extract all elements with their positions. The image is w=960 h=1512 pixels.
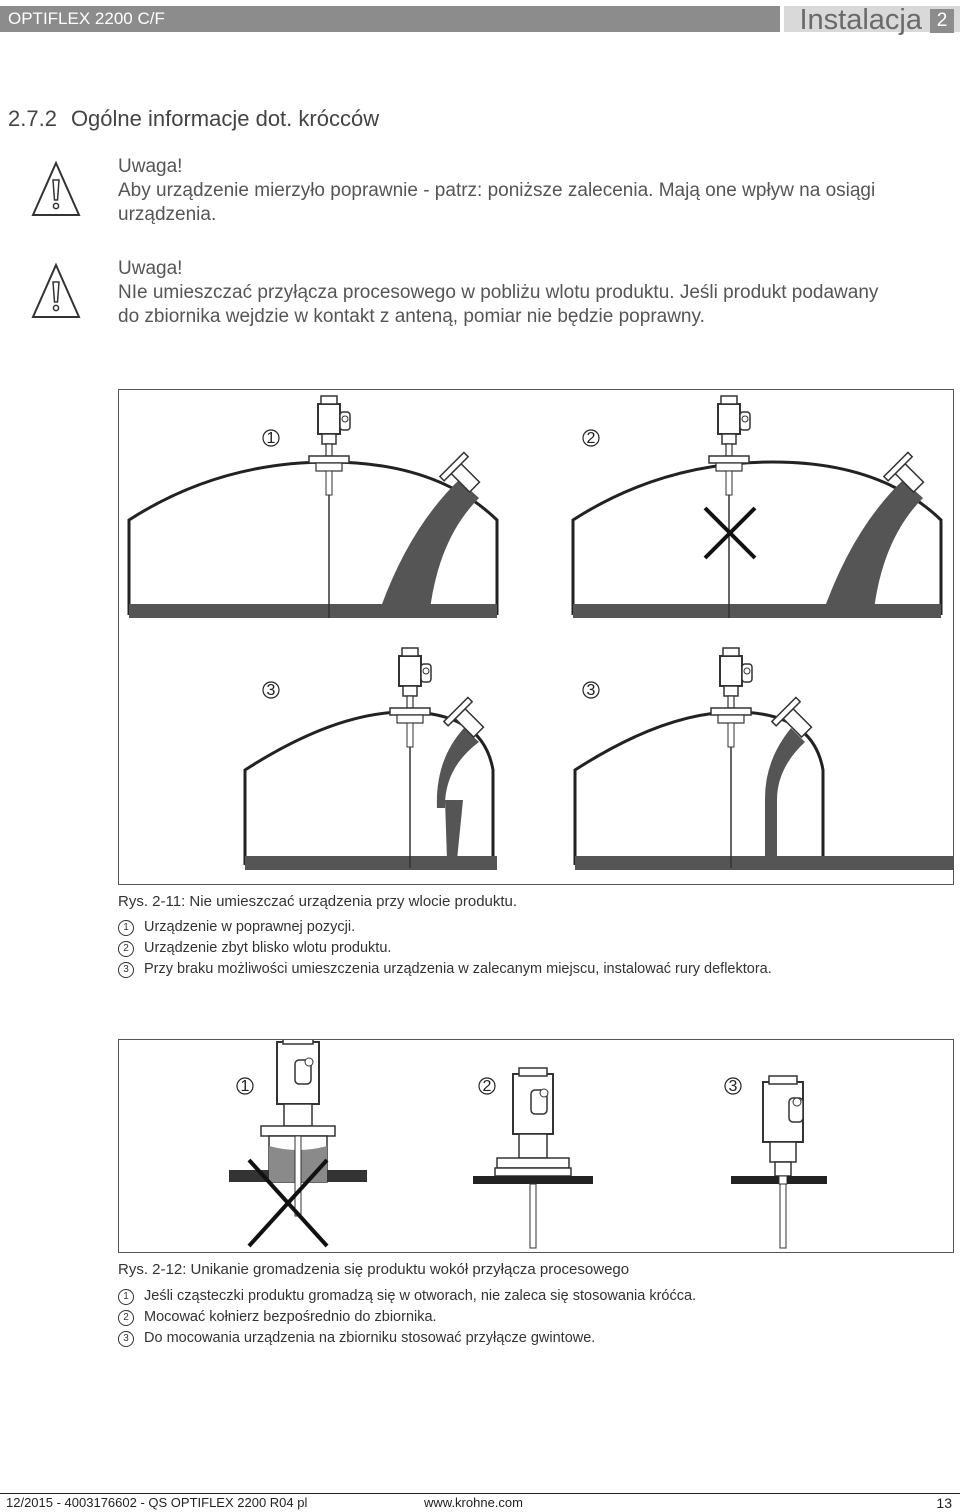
legend-text: Urządzenie w poprawnej pozycji. xyxy=(144,919,356,935)
svg-text:1: 1 xyxy=(241,1078,250,1095)
tank-3 xyxy=(243,647,497,870)
connection-flange xyxy=(473,1067,593,1249)
connection-thread xyxy=(731,1075,827,1249)
figure1-marker-3a: 3 xyxy=(262,681,280,699)
footer-rule xyxy=(0,1493,960,1494)
tank-2 xyxy=(571,395,943,618)
legend-item: 3 Przy braku możliwości umieszczenia urzą… xyxy=(118,959,772,980)
legend-item: 2 Mocować kołnierz bezpośrednio do zbiorn… xyxy=(118,1307,696,1328)
legend-number: 3 xyxy=(118,961,134,978)
figure1-marker-2: 2 xyxy=(582,429,600,447)
svg-text:1: 1 xyxy=(267,430,276,447)
connection-socket xyxy=(229,1035,367,1248)
warning-1: Uwaga! Aby urządzenie mierzyło poprawnie… xyxy=(118,155,928,227)
section-number: 2.7.2 xyxy=(8,106,57,131)
tank-1 xyxy=(127,395,499,618)
connections-illustration: 1 2 3 xyxy=(229,1035,827,1249)
figure1-marker-3b: 3 xyxy=(582,681,600,699)
svg-text:3: 3 xyxy=(587,682,596,699)
section-title: 2.7.2 Ogólne informacje dot. krócców xyxy=(8,106,379,132)
legend-number: 1 xyxy=(118,1288,134,1305)
legend-text: Przy braku możliwości umieszczenia urząd… xyxy=(144,961,772,977)
warning-1-title: Uwaga! xyxy=(118,156,183,177)
svg-text:3: 3 xyxy=(729,1078,738,1095)
legend-text: Do mocowania urządzenia na zbiorniku sto… xyxy=(144,1330,596,1346)
legend-number: 3 xyxy=(118,1330,134,1347)
legend-text: Urządzenie zbyt blisko wlotu produktu. xyxy=(144,940,392,956)
figure2-legend: 1 Jeśli cząsteczki produktu gromadzą się … xyxy=(118,1286,696,1349)
figure-process-connections: 1 2 3 xyxy=(118,1035,954,1253)
warning-1-line-1: Aby urządzenie mierzyło poprawnie - patr… xyxy=(118,180,876,201)
figure-inlet-positions: 1 2 3 3 xyxy=(118,389,954,885)
warning-2-line-1: NIe umieszczać przyłącza procesowego w p… xyxy=(118,282,879,303)
footer-website[interactable]: www.krohne.com xyxy=(424,1495,523,1510)
warning-1-line-2: urządzenia. xyxy=(118,204,217,225)
tank-4 xyxy=(573,647,953,870)
svg-text:2: 2 xyxy=(483,1078,492,1095)
svg-text:3: 3 xyxy=(267,682,276,699)
chapter-number: 2 xyxy=(930,9,954,33)
legend-number: 1 xyxy=(118,919,134,936)
warning-2-line-2: do zbiornika wejdzie w kontakt z anteną,… xyxy=(118,306,705,327)
chapter-title: Instalacja xyxy=(799,4,922,36)
figure1-marker-1: 1 xyxy=(262,429,280,447)
svg-text:2: 2 xyxy=(587,430,596,447)
warning-triangle-icon xyxy=(31,262,81,318)
header-chapter-box: Instalacja 2 xyxy=(784,4,960,36)
warning-2-title: Uwaga! xyxy=(118,258,183,279)
figure2-marker-2: 2 xyxy=(478,1077,496,1095)
legend-item: 1 Urządzenie w poprawnej pozycji. xyxy=(118,917,772,938)
tanks-illustration: 1 2 3 3 xyxy=(127,395,953,870)
legend-number: 2 xyxy=(118,940,134,957)
figure1-legend: 1 Urządzenie w poprawnej pozycji. 2 Urządz… xyxy=(118,917,772,980)
legend-number: 2 xyxy=(118,1309,134,1326)
product-name: OPTIFLEX 2200 C/F xyxy=(8,9,165,28)
warning-2: Uwaga! NIe umieszczać przyłącza procesow… xyxy=(118,257,928,329)
page-number: 13 xyxy=(936,1495,952,1511)
footer-doc-id: 12/2015 - 4003176602 - QS OPTIFLEX 2200 … xyxy=(6,1495,308,1510)
section-title-text: Ogólne informacje dot. krócców xyxy=(70,106,380,131)
warning-triangle-icon xyxy=(31,160,81,216)
figure2-marker-1: 1 xyxy=(236,1077,254,1095)
figure2-marker-3: 3 xyxy=(724,1077,742,1095)
header-bar: OPTIFLEX 2200 C/F xyxy=(0,6,780,32)
legend-item: 2 Urządzenie zbyt blisko wlotu produktu. xyxy=(118,938,772,959)
legend-text: Jeśli cząsteczki produktu gromadzą się w… xyxy=(144,1288,697,1304)
figure2-caption: Rys. 2-12: Unikanie gromadzenia się prod… xyxy=(118,1261,630,1278)
legend-item: 3 Do mocowania urządzenia na zbiorniku st… xyxy=(118,1328,696,1349)
legend-text: Mocować kołnierz bezpośrednio do zbiorni… xyxy=(144,1309,437,1325)
figure1-caption: Rys. 2-11: Nie umieszczać urządzenia prz… xyxy=(118,893,518,910)
legend-item: 1 Jeśli cząsteczki produktu gromadzą się … xyxy=(118,1286,696,1307)
